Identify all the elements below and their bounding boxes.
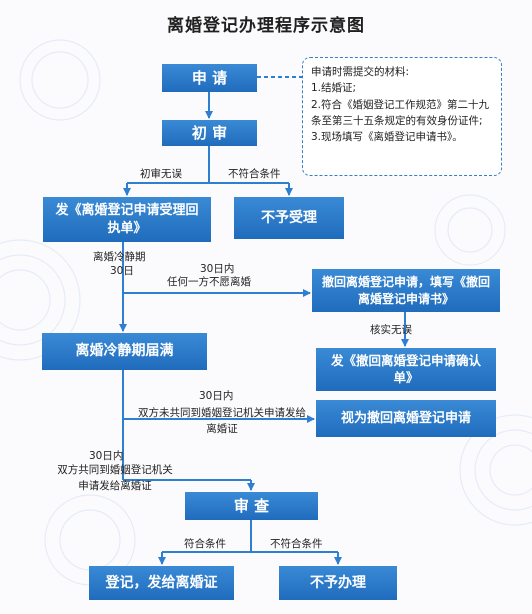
- label-jointly-applied: 双方共同到婚姻登记机关申请发给离婚证: [57, 464, 173, 492]
- withdraw-confirmation-box: 发《撤回离婚登记申请确认单》: [316, 348, 496, 391]
- issue-receipt-box: 发《离婚登记申请受理回执单》: [43, 197, 211, 242]
- review-box: 审 查: [185, 492, 318, 520]
- label-30-days: 30日: [110, 265, 134, 277]
- materials-note-heading: 申请时需提交的材料:: [311, 66, 410, 78]
- not-accepted-box: 不予受理: [234, 197, 344, 239]
- page-title: 离婚登记办理程序示意图: [167, 16, 365, 36]
- label-not-qualified: 不符合条件: [228, 168, 281, 180]
- label-not-jointly-applied: 双方未共同到婚姻登记机关申请发给离婚证: [138, 407, 306, 435]
- label-within-30-days: 30日内: [200, 263, 235, 275]
- materials-note-item: 1.结婚证;: [311, 82, 357, 95]
- materials-note-item: 2.符合《婚姻登记工作规范》第二十九条至第三十五条规定的有效身份证件;: [311, 98, 490, 127]
- label-within-30-days: 30日内: [199, 390, 234, 402]
- deemed-withdrawn-box: 视为撤回离婚登记申请: [316, 400, 496, 437]
- label-within-30-days: 30日内: [89, 450, 124, 462]
- label-not-qualified: 不符合条件: [270, 538, 323, 550]
- cooling-period-expired-box: 离婚冷静期届满: [42, 333, 207, 370]
- initial-review-box: 初 审: [162, 120, 257, 146]
- label-verified-ok: 核实无误: [370, 324, 412, 336]
- materials-note: 申请时需提交的材料: 1.结婚证; 2.符合《婚姻登记工作规范》第二十九条至第三…: [302, 57, 502, 176]
- label-either-party-unwilling: 任何一方不愿离婚: [167, 276, 251, 288]
- label-initial-ok: 初审无误: [140, 168, 182, 180]
- label-qualified: 符合条件: [184, 538, 226, 550]
- label-cooling-period: 离婚冷静期: [93, 251, 146, 263]
- register-issue-certificate-box: 登记，发给离婚证: [89, 566, 234, 600]
- not-processed-box: 不予办理: [279, 566, 397, 600]
- withdraw-application-box: 撤回离婚登记申请，填写《撤回离婚登记申请书》: [312, 269, 500, 312]
- materials-note-item: 3.现场填写《离婚登记申请书》。: [311, 131, 463, 144]
- apply-box: 申 请: [162, 64, 257, 92]
